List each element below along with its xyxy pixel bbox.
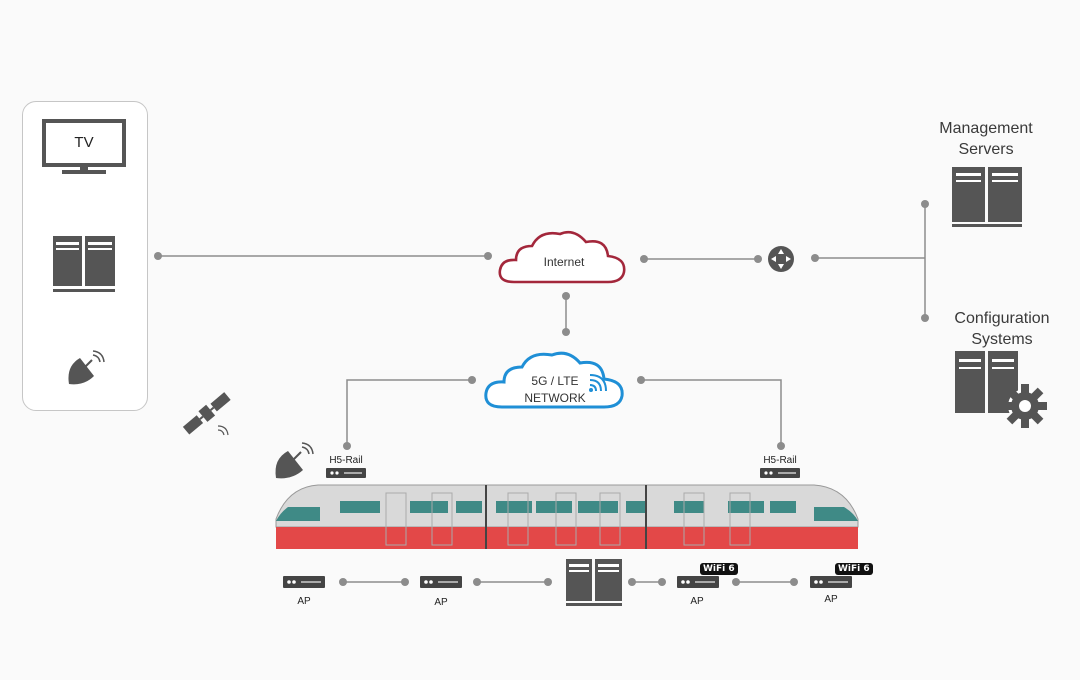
junction-dot	[811, 254, 819, 262]
junction-dot	[401, 578, 409, 586]
gear-icon	[1003, 384, 1047, 428]
configuration-systems-line2: Systems	[971, 331, 1033, 348]
internet-cloud-icon	[498, 230, 626, 284]
access-point-4-icon	[810, 576, 852, 588]
management-server-icon	[952, 167, 1022, 227]
train-icon	[275, 484, 859, 549]
tv-label: TV	[74, 134, 94, 151]
network-label-line1: 5G / LTE	[531, 374, 579, 388]
junction-dot	[640, 255, 648, 263]
junction-dot	[484, 252, 492, 260]
h5-rail-right-label: H5-Rail	[763, 455, 797, 466]
link-5g-rail-right	[641, 379, 782, 446]
junction-dot	[790, 578, 798, 586]
junction-dot	[473, 578, 481, 586]
internet-label: Internet	[543, 255, 585, 269]
junction-dot	[754, 255, 762, 263]
junction-dot	[343, 442, 351, 450]
wifi6-badge: WiFi 6	[835, 563, 873, 575]
junction-dot	[339, 578, 347, 586]
junction-dot	[468, 376, 476, 384]
junction-dot	[637, 376, 645, 384]
junction-dot	[658, 578, 666, 586]
wireless-signal-icon	[589, 374, 607, 392]
junction-dot	[628, 578, 636, 586]
junction-dot	[732, 578, 740, 586]
junction-dot	[562, 328, 570, 336]
wifi6-badge: WiFi 6	[700, 563, 738, 575]
junction-dot	[777, 442, 785, 450]
junction-dot	[544, 578, 552, 586]
h5-rail-left-router-icon	[326, 468, 366, 478]
access-point-1-icon	[283, 576, 325, 588]
headend-server-icon	[53, 236, 115, 292]
management-servers-line1: Management	[939, 120, 1033, 137]
router-icon	[768, 246, 794, 272]
access-point-1-label: AP	[297, 596, 311, 607]
configuration-server-icon	[955, 351, 1047, 428]
satellite-dish-icon	[68, 350, 105, 385]
network-cloud-icon	[484, 351, 624, 409]
onboard-server-icon	[566, 559, 622, 606]
configuration-systems-line1: Configuration	[954, 310, 1050, 327]
junction-dot	[562, 292, 570, 300]
junction-dot	[154, 252, 162, 260]
access-point-3-icon	[677, 576, 719, 588]
network-label-line2: NETWORK	[524, 391, 586, 405]
access-point-2-label: AP	[434, 597, 448, 608]
satellite-icon	[182, 392, 231, 436]
h5-rail-right-router-icon	[760, 468, 800, 478]
train-satellite-dish-icon	[275, 442, 314, 479]
tv-icon	[42, 119, 126, 174]
link-5g-rail-left	[346, 379, 472, 446]
h5-rail-left-label: H5-Rail	[329, 455, 363, 466]
junction-dot	[921, 314, 929, 322]
access-point-4-label: AP	[824, 594, 838, 605]
management-servers-line2: Servers	[958, 141, 1014, 158]
junction-dot	[921, 200, 929, 208]
access-point-2-icon	[420, 576, 462, 588]
access-point-3-label: AP	[690, 596, 704, 607]
